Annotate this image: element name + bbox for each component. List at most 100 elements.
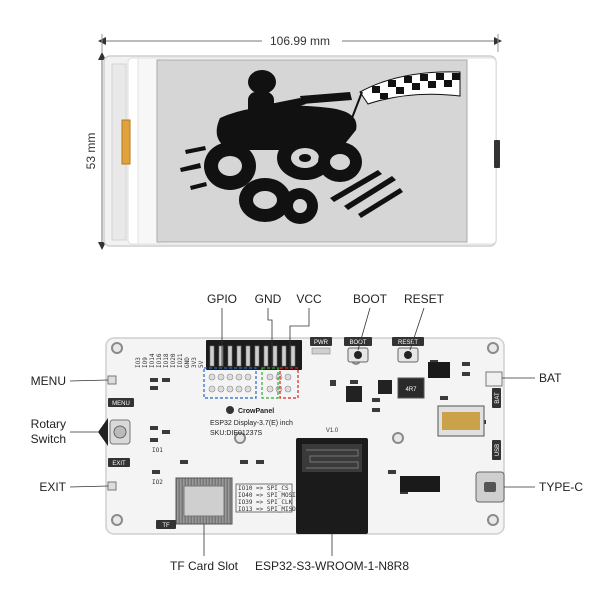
misc-label: IO2 — [152, 479, 163, 486]
inductor — [397, 377, 425, 399]
type-c-opening — [484, 482, 496, 492]
spi-map-line: IO13 => SPI_MISO — [238, 506, 296, 513]
tf-card-slot-inner — [183, 485, 225, 517]
vcc-group-box — [279, 367, 299, 399]
spi-map-line: IO39 => SPI_CLK — [238, 499, 293, 506]
rotary-switch-knob[interactable] — [113, 425, 127, 439]
brand-logo-icon — [226, 406, 234, 414]
height-label-bg — [82, 128, 100, 172]
width-dimension-label: 106.99 mm — [270, 34, 330, 48]
gnd-leader-line — [267, 308, 273, 368]
io-label: IO18 — [163, 353, 170, 368]
rotary-callout: Rotary — [31, 417, 66, 431]
front-view: 106.99 mm 53 mm — [82, 32, 502, 250]
mounting-hole — [111, 514, 123, 526]
height-dimension-label: 53 mm — [84, 133, 98, 170]
pcb-back-view: IO3 IO9 IO14 IO16 IO18 IO20 IO21 GND 3V3… — [98, 337, 505, 535]
io-label: 5V — [198, 360, 205, 368]
menu-leader-line — [69, 379, 109, 382]
gpio-header — [203, 340, 302, 399]
side-button — [494, 140, 500, 168]
esp32-module-antenna — [302, 444, 362, 472]
mounting-hole — [392, 432, 404, 444]
menu-callout: MENU — [31, 374, 66, 388]
type-c-callout: TYPE-C — [539, 480, 583, 494]
io-label: GND — [184, 357, 191, 368]
callout-labels: GPIO GND VCC BOOT RESET MENU Rotary Swit… — [31, 292, 584, 573]
vcc-leader-line — [289, 308, 310, 368]
boot-silk-label: BOOT — [349, 340, 366, 346]
usb-silk-bg — [492, 440, 501, 460]
exit-silk-bg — [108, 458, 130, 467]
brand-label: CrowPanel — [238, 408, 274, 415]
vcc-callout: VCC — [296, 292, 322, 306]
boot-leader-line — [357, 307, 371, 351]
boot-button-cap[interactable] — [354, 351, 362, 359]
reset-callout: RESET — [404, 292, 445, 306]
io-label: IO14 — [149, 353, 156, 368]
usb-silk-label: USB — [495, 444, 501, 456]
pwr-silk-label: PWR — [314, 340, 329, 346]
misc-label: IO1 — [152, 447, 163, 454]
exit-callout: EXIT — [39, 480, 66, 494]
mounting-hole — [487, 342, 499, 354]
bat-callout: BAT — [539, 371, 562, 385]
ic-chip — [378, 380, 392, 394]
atv-rider-illustration — [180, 70, 403, 224]
io-label-columns: IO3 IO9 IO14 IO16 IO18 IO20 IO21 GND 3V3… — [135, 353, 205, 368]
bat-connector — [485, 371, 503, 387]
spi-map-box — [235, 483, 293, 513]
product-label: ESP32 Display-3.7(E) inch — [210, 420, 293, 427]
io-label: IO9 — [142, 357, 149, 368]
module-callout: ESP32-S3-WROOM-1-N8R8 — [255, 559, 409, 573]
callouts — [69, 307, 535, 556]
boot-callout: BOOT — [353, 292, 388, 306]
exit-silk-label: EXIT — [112, 461, 126, 467]
width-label-bg — [262, 32, 342, 50]
gpio-group-box — [203, 367, 257, 399]
spi-map-line: IO40 => SPI_MOSI — [238, 492, 296, 499]
menu-silk-bg — [108, 398, 134, 407]
tf-silk-label: TF — [162, 523, 170, 529]
mounting-hole — [234, 432, 246, 444]
reset-button-cap[interactable] — [404, 351, 412, 359]
inductor-label: 4R7 — [405, 387, 417, 393]
io-label: 3V3 — [191, 357, 198, 368]
boot-silk-bg — [344, 337, 372, 346]
mounting-hole — [111, 342, 123, 354]
gnd-callout: GND — [255, 292, 282, 306]
pwr-led — [311, 347, 331, 355]
tf-card-slot-callout: TF Card Slot — [170, 559, 239, 573]
io-label: IO16 — [156, 353, 163, 368]
ic-chip — [400, 476, 440, 492]
exit-leader-line — [69, 485, 109, 488]
exit-button[interactable] — [107, 481, 117, 491]
gnd-group-box — [261, 367, 279, 399]
module-version-label: V1.0 — [326, 428, 339, 434]
io-label: IO3 — [135, 357, 142, 368]
spi-map-line: IO10 => SPI_CS — [238, 485, 289, 492]
bat-silk-label: BAT — [495, 392, 501, 404]
pwr-silk-bg — [310, 337, 332, 346]
io-label: IO21 — [177, 353, 184, 368]
ic-chip — [428, 362, 450, 378]
sku-label: SKU:DIE01237S — [210, 430, 262, 437]
ic-chip — [346, 386, 362, 402]
flex-connector — [121, 119, 131, 165]
menu-silk-label: MENU — [112, 401, 130, 407]
fpc-connector-contacts — [442, 412, 480, 430]
reset-silk-bg — [392, 337, 424, 346]
gpio-callout: GPIO — [207, 292, 237, 306]
tf-silk-bg — [156, 520, 176, 529]
menu-button[interactable] — [107, 375, 117, 385]
checkered-flag-illustration — [351, 71, 461, 119]
reset-leader-line — [409, 307, 425, 351]
rotary-wheel[interactable] — [98, 418, 108, 446]
switch-callout: Switch — [31, 432, 66, 446]
bat-silk-bg — [492, 388, 501, 408]
antenna-trace — [306, 449, 359, 469]
reset-silk-label: RESET — [398, 340, 418, 346]
mounting-hole — [487, 514, 499, 526]
io-label: IO20 — [170, 353, 177, 368]
